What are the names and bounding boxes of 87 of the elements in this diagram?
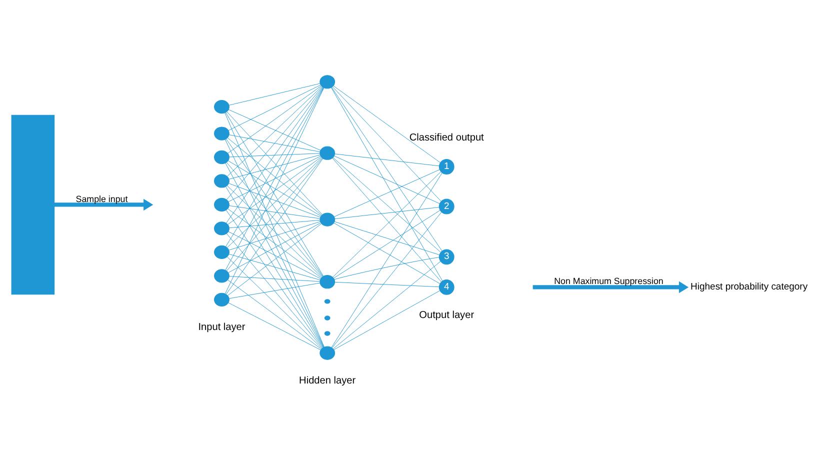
connector xyxy=(226,86,323,200)
connector xyxy=(227,158,322,248)
connector xyxy=(228,153,320,158)
connector xyxy=(225,112,324,276)
connector xyxy=(226,86,324,224)
connector xyxy=(228,134,320,152)
connector xyxy=(228,84,321,131)
node-bar xyxy=(11,114,55,295)
connector xyxy=(331,87,443,282)
label: Output layer xyxy=(419,310,474,322)
connector xyxy=(228,154,320,180)
connector xyxy=(332,261,441,350)
connector xyxy=(332,212,442,348)
connector xyxy=(226,210,324,348)
connector xyxy=(227,224,322,296)
node-circle: 1 xyxy=(438,159,454,174)
connector xyxy=(228,83,320,106)
edge-label: Non Maximum Suppression xyxy=(554,276,664,286)
connector xyxy=(332,86,442,202)
connector xyxy=(228,156,321,202)
node-circle xyxy=(214,245,230,260)
node-circle: 4 xyxy=(438,279,454,295)
connector xyxy=(334,221,440,256)
label: Hidden layer xyxy=(299,375,356,386)
connector xyxy=(228,222,321,273)
node-text: Highest probability category xyxy=(690,281,808,292)
connector xyxy=(332,157,441,252)
node-circle: 3 xyxy=(438,249,454,265)
connector xyxy=(227,86,322,176)
connector xyxy=(333,210,440,278)
connector xyxy=(228,280,322,350)
node-circle xyxy=(320,212,336,226)
connector xyxy=(228,282,320,299)
node-circle xyxy=(324,316,330,320)
connector xyxy=(334,222,440,284)
connector xyxy=(228,109,321,151)
node-circle xyxy=(214,222,230,236)
connector xyxy=(332,158,442,282)
label: Input layer xyxy=(198,322,246,333)
connector xyxy=(226,111,322,215)
connector xyxy=(228,221,320,250)
edge-label: Sample input xyxy=(76,194,128,204)
connector xyxy=(331,172,442,348)
node-circle: 2 xyxy=(438,198,454,214)
node-circle xyxy=(214,126,230,140)
connector xyxy=(228,302,321,350)
connector xyxy=(228,160,322,216)
connector xyxy=(226,158,324,294)
node-circle xyxy=(320,346,336,360)
connector xyxy=(228,254,320,280)
node-circle xyxy=(324,331,330,336)
node-circle xyxy=(320,146,336,160)
arrow xyxy=(532,281,689,294)
connector xyxy=(334,282,440,288)
node-circle xyxy=(320,275,336,289)
connector xyxy=(334,207,440,220)
node-circle xyxy=(324,299,330,304)
node-circle xyxy=(214,198,230,212)
connector xyxy=(228,205,320,219)
connector xyxy=(334,290,440,350)
connector xyxy=(228,231,321,279)
connector xyxy=(228,208,322,278)
connector xyxy=(226,233,323,348)
connector xyxy=(331,87,442,252)
connector xyxy=(334,154,440,166)
node-circle xyxy=(320,75,336,89)
node-circle xyxy=(214,100,230,114)
connector xyxy=(228,86,322,154)
node-circle xyxy=(214,269,230,283)
connector xyxy=(228,220,320,228)
connector xyxy=(228,276,320,282)
connector xyxy=(226,138,324,277)
connector xyxy=(334,169,440,218)
connector xyxy=(228,156,322,225)
connector xyxy=(226,185,322,278)
connector xyxy=(334,156,440,204)
connector xyxy=(333,86,441,163)
arrow xyxy=(54,198,154,211)
connector xyxy=(228,183,320,218)
node-circle xyxy=(214,174,230,188)
node-circle xyxy=(214,150,230,164)
node-circle xyxy=(214,292,230,306)
connector xyxy=(332,172,442,278)
connector xyxy=(227,138,322,216)
connector xyxy=(334,257,440,280)
label: Classified output xyxy=(409,132,484,144)
connector xyxy=(226,256,322,349)
